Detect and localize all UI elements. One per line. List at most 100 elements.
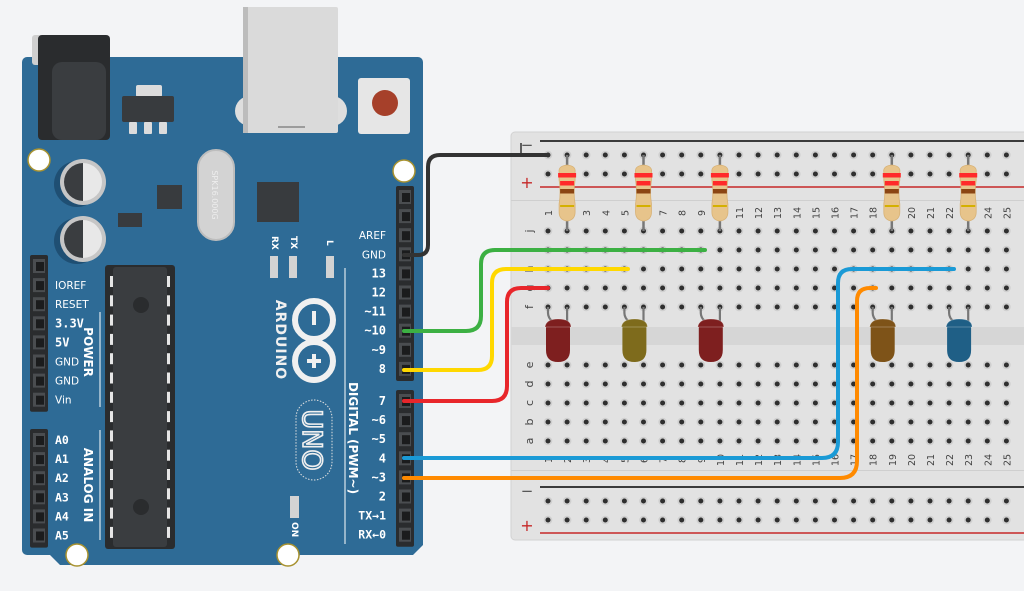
rail-plus-hole[interactable] — [830, 169, 839, 179]
rail-minus-hole[interactable] — [696, 150, 706, 160]
hole-a10[interactable] — [715, 436, 725, 446]
header-pin[interactable] — [399, 209, 411, 224]
hole-b12[interactable] — [753, 417, 763, 427]
hole-b3[interactable] — [581, 417, 591, 427]
hole-i14[interactable] — [792, 245, 801, 255]
rail-minus-hole[interactable] — [677, 496, 686, 506]
wire-pin3[interactable] — [402, 286, 878, 480]
hole-c2[interactable] — [562, 398, 572, 408]
rail-minus-hole[interactable] — [753, 150, 763, 160]
hole-e18[interactable] — [868, 360, 877, 370]
header-pin[interactable]: A4 — [33, 509, 69, 524]
hole-j4[interactable] — [601, 226, 610, 236]
header-pin[interactable]: 12 — [372, 285, 411, 300]
hole-h7[interactable] — [658, 264, 667, 274]
led-orange[interactable] — [869, 307, 897, 362]
hole-f21[interactable] — [925, 302, 935, 312]
rail-plus-hole[interactable] — [753, 169, 763, 179]
hole-c10[interactable] — [715, 398, 725, 408]
hole-c15[interactable] — [811, 398, 820, 408]
hole-d25[interactable] — [1002, 379, 1011, 389]
header-pin[interactable]: AREF — [359, 228, 411, 243]
rail-plus-hole[interactable] — [849, 515, 858, 525]
hole-c22[interactable] — [944, 398, 954, 408]
hole-g20[interactable] — [906, 283, 916, 293]
hole-d24[interactable] — [983, 379, 992, 389]
hole-j12[interactable] — [753, 226, 763, 236]
hole-e21[interactable] — [925, 360, 935, 370]
hole-b15[interactable] — [811, 417, 820, 427]
hole-d13[interactable] — [772, 379, 782, 389]
rail-plus-hole[interactable] — [983, 515, 992, 525]
rail-minus-hole[interactable] — [696, 496, 706, 506]
hole-d3[interactable] — [581, 379, 591, 389]
rail-plus-hole[interactable] — [925, 169, 935, 179]
rail-plus-hole[interactable] — [944, 515, 954, 525]
led-yellow[interactable] — [620, 307, 648, 362]
hole-i24[interactable] — [983, 245, 992, 255]
hole-j13[interactable] — [772, 226, 782, 236]
rail-plus-hole[interactable] — [811, 169, 820, 179]
hole-e22[interactable] — [944, 360, 954, 370]
rail-minus-hole[interactable] — [887, 496, 897, 506]
rail-plus-hole[interactable] — [639, 515, 648, 525]
rail-minus-hole[interactable] — [849, 150, 858, 160]
header-pin[interactable]: A0 — [33, 433, 69, 447]
hole-b11[interactable] — [734, 417, 744, 427]
rail-minus-hole[interactable] — [715, 496, 725, 506]
hole-b4[interactable] — [601, 417, 610, 427]
hole-c13[interactable] — [772, 398, 782, 408]
hole-g24[interactable] — [983, 283, 992, 293]
hole-a5[interactable] — [620, 436, 629, 446]
rail-minus-hole[interactable] — [944, 150, 954, 160]
rail-plus-hole[interactable] — [601, 169, 610, 179]
hole-h8[interactable] — [677, 264, 686, 274]
wire-pin4[interactable] — [402, 267, 956, 460]
rail-plus-hole[interactable] — [620, 515, 629, 525]
hole-b18[interactable] — [868, 417, 877, 427]
rail-minus-hole[interactable] — [1002, 150, 1011, 160]
hole-h15[interactable] — [811, 264, 820, 274]
hole-c9[interactable] — [696, 398, 706, 408]
hole-b19[interactable] — [887, 417, 897, 427]
hole-a2[interactable] — [562, 436, 572, 446]
reset-button-cap[interactable] — [372, 90, 398, 116]
rail-minus-hole[interactable] — [658, 150, 667, 160]
hole-e15[interactable] — [811, 360, 820, 370]
rail-minus-hole[interactable] — [811, 150, 820, 160]
rail-minus-hole[interactable] — [734, 150, 744, 160]
header-pin[interactable]: RESET — [33, 297, 89, 312]
hole-g25[interactable] — [1002, 283, 1011, 293]
rail-minus-hole[interactable] — [792, 150, 801, 160]
rail-plus-hole[interactable] — [696, 169, 706, 179]
hole-i23[interactable] — [963, 245, 973, 255]
hole-d20[interactable] — [906, 379, 916, 389]
hole-e8[interactable] — [677, 360, 686, 370]
rail-plus-hole[interactable] — [734, 169, 744, 179]
hole-f20[interactable] — [906, 302, 916, 312]
rail-minus-hole[interactable] — [658, 496, 667, 506]
hole-g17[interactable] — [849, 283, 858, 293]
rail-minus-hole[interactable] — [1002, 496, 1011, 506]
hole-g8[interactable] — [677, 283, 686, 293]
hole-j5[interactable] — [620, 226, 629, 236]
rail-plus-hole[interactable] — [562, 515, 572, 525]
hole-g22[interactable] — [944, 283, 954, 293]
hole-g9[interactable] — [696, 283, 706, 293]
rail-minus-hole[interactable] — [849, 496, 858, 506]
hole-h10[interactable] — [715, 264, 725, 274]
hole-d1[interactable] — [543, 379, 553, 389]
hole-c3[interactable] — [581, 398, 591, 408]
hole-a6[interactable] — [639, 436, 648, 446]
rail-plus-hole[interactable] — [887, 515, 897, 525]
rail-plus-hole[interactable] — [696, 515, 706, 525]
rail-minus-hole[interactable] — [581, 150, 591, 160]
hole-b10[interactable] — [715, 417, 725, 427]
hole-h16[interactable] — [830, 264, 839, 274]
hole-j21[interactable] — [925, 226, 935, 236]
hole-j15[interactable] — [811, 226, 820, 236]
arduino-uno-board[interactable]: SPK16.000G RX TX L ON ARDUINO UNO POWER — [22, 7, 423, 567]
hole-c7[interactable] — [658, 398, 667, 408]
rail-plus-hole[interactable] — [906, 515, 916, 525]
header-pin[interactable] — [399, 190, 411, 204]
